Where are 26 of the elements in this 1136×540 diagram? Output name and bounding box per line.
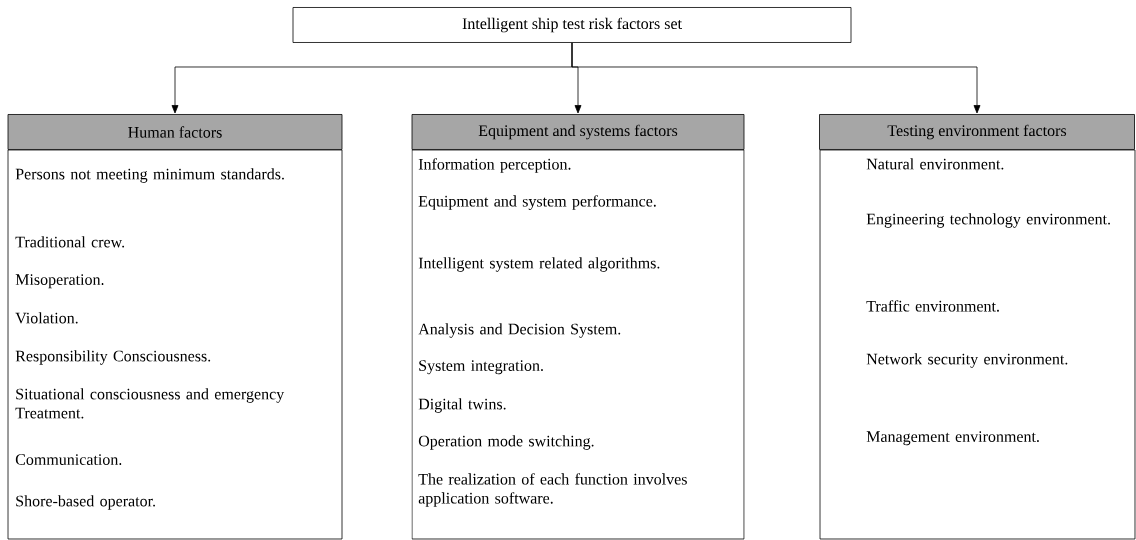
list-item: Misoperation. (15, 274, 104, 289)
list-item: Violation. (15, 312, 78, 324)
list-item: Intelligent system related algorithms. (418, 257, 660, 272)
arrow (571, 42, 981, 114)
list-item: Information perception. (418, 158, 571, 173)
list-item: Natural environment. (866, 158, 1004, 170)
list-item: Digital twins. (418, 398, 506, 413)
list-item: System integration. (419, 360, 543, 375)
list-item: Operation mode switching. (418, 435, 594, 450)
header-band: Human factors (7, 114, 343, 150)
list-item: Traditional crew. (15, 236, 125, 248)
header-band: Testing environment factors (819, 114, 1135, 150)
header-band: Equipment and systems factors (411, 114, 745, 150)
list-item: Communication. (15, 454, 122, 465)
list-item: Network security environment. (866, 353, 1068, 368)
list-item: Situational consciousness and emergency Treatment. (15, 388, 285, 419)
list-item: The realization of each function involves application software. (418, 473, 687, 507)
title-box: Intelligent ship test risk factors set (292, 7, 852, 43)
list-item: Responsibility Consciousness. (15, 350, 211, 365)
list-item: Persons not meeting minimum standards. (15, 168, 284, 183)
list-item: Traffic environment. (866, 300, 999, 312)
list-item: Engineering technology environment. (866, 213, 1110, 228)
list-item: Analysis and Decision System. (418, 323, 621, 338)
list-item: Equipment and system performance. (418, 195, 656, 210)
list-item: Shore-based operator. (16, 495, 155, 510)
list-item: Management environment. (866, 431, 1039, 446)
